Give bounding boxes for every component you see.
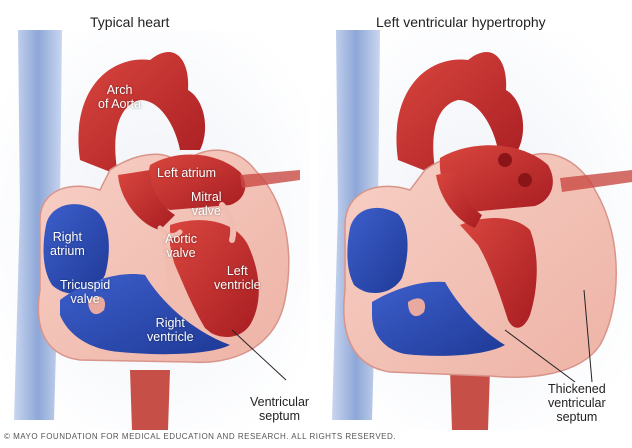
label-right-ventricle: Right ventricle <box>147 316 194 344</box>
label-thickened-line1: Thickened <box>548 382 606 396</box>
lower-vessel-left <box>130 370 170 430</box>
mitral-valve-leaflet <box>219 202 237 243</box>
thickened-septum-pointer <box>504 329 576 383</box>
lvh-right-atrium <box>347 207 408 294</box>
septum-pointer-left <box>231 329 287 381</box>
lvh-title: Left ventricular hypertrophy <box>376 14 546 30</box>
label-aortic-line1: Aortic <box>165 232 197 246</box>
label-thickened-septum: Thickened ventricular septum <box>548 382 606 424</box>
septum-left <box>160 232 222 343</box>
label-right-atrium-line1: Right <box>52 230 82 244</box>
label-right-atrium-line2: atrium <box>50 244 85 258</box>
typical-heart <box>0 30 310 430</box>
lvh-left-atrium <box>439 145 553 212</box>
lower-vessel-right <box>450 370 490 430</box>
lvh-tricuspid-leaflet <box>408 298 426 317</box>
vein-opening-2 <box>518 173 532 187</box>
right-atrium-chamber <box>43 204 109 294</box>
label-left-ventricle-line1: Left <box>226 264 248 278</box>
left-atrium-chamber <box>148 154 246 210</box>
lvh-aortic-root <box>436 170 482 228</box>
label-septum-line1: Ventricular <box>250 395 310 409</box>
thickened-wall-pointer <box>583 289 593 383</box>
label-mitral-valve: Mitral valve <box>191 190 222 218</box>
lvh-right-ventricle <box>372 281 505 356</box>
label-tricuspid-line1: Tricuspid <box>60 278 111 292</box>
copyright-notice: © MAYO FOUNDATION FOR MEDICAL EDUCATION … <box>4 432 396 441</box>
label-tricuspid-line2: valve <box>70 292 100 306</box>
label-aortic-line2: valve <box>166 246 196 260</box>
label-tricuspid-valve: Tricuspid valve <box>60 278 110 306</box>
label-arch-line2: of Aorta <box>98 97 142 111</box>
label-mitral-line2: valve <box>191 204 221 218</box>
label-thickened-line3: septum <box>556 410 598 424</box>
label-left-ventricle: Left ventricle <box>214 264 261 292</box>
aorta-arch-right <box>396 51 524 175</box>
label-right-ventricle-line2: ventricle <box>147 330 194 344</box>
label-arch-line1: Arch <box>106 83 133 97</box>
label-left-ventricle-line2: ventricle <box>214 278 261 292</box>
label-mitral-line1: Mitral <box>191 190 222 204</box>
label-aortic-valve: Aortic valve <box>165 232 197 260</box>
aorta-arch-left <box>78 51 206 175</box>
pulmonary-vein-left <box>240 170 300 188</box>
label-septum-line2: septum <box>259 409 301 423</box>
right-ventricle-chamber <box>60 274 230 355</box>
lvh-heart <box>318 30 632 430</box>
aortic-valve-leaflet <box>157 225 183 238</box>
aortic-root-left <box>118 170 175 230</box>
vein-opening-1 <box>498 153 512 167</box>
label-ventricular-septum: Ventricular septum <box>250 395 309 423</box>
label-arch-of-aorta: Arch of Aorta <box>98 83 141 111</box>
label-right-atrium: Right atrium <box>50 230 85 258</box>
typical-heart-title: Typical heart <box>90 14 170 30</box>
label-left-atrium: Left atrium <box>157 166 217 180</box>
pulmonary-vein-right <box>560 170 632 192</box>
label-thickened-line2: ventricular <box>548 396 606 410</box>
tricuspid-valve-leaflet <box>88 296 106 315</box>
lvh-left-ventricle <box>460 218 537 328</box>
label-right-ventricle-line1: Right <box>155 316 185 330</box>
